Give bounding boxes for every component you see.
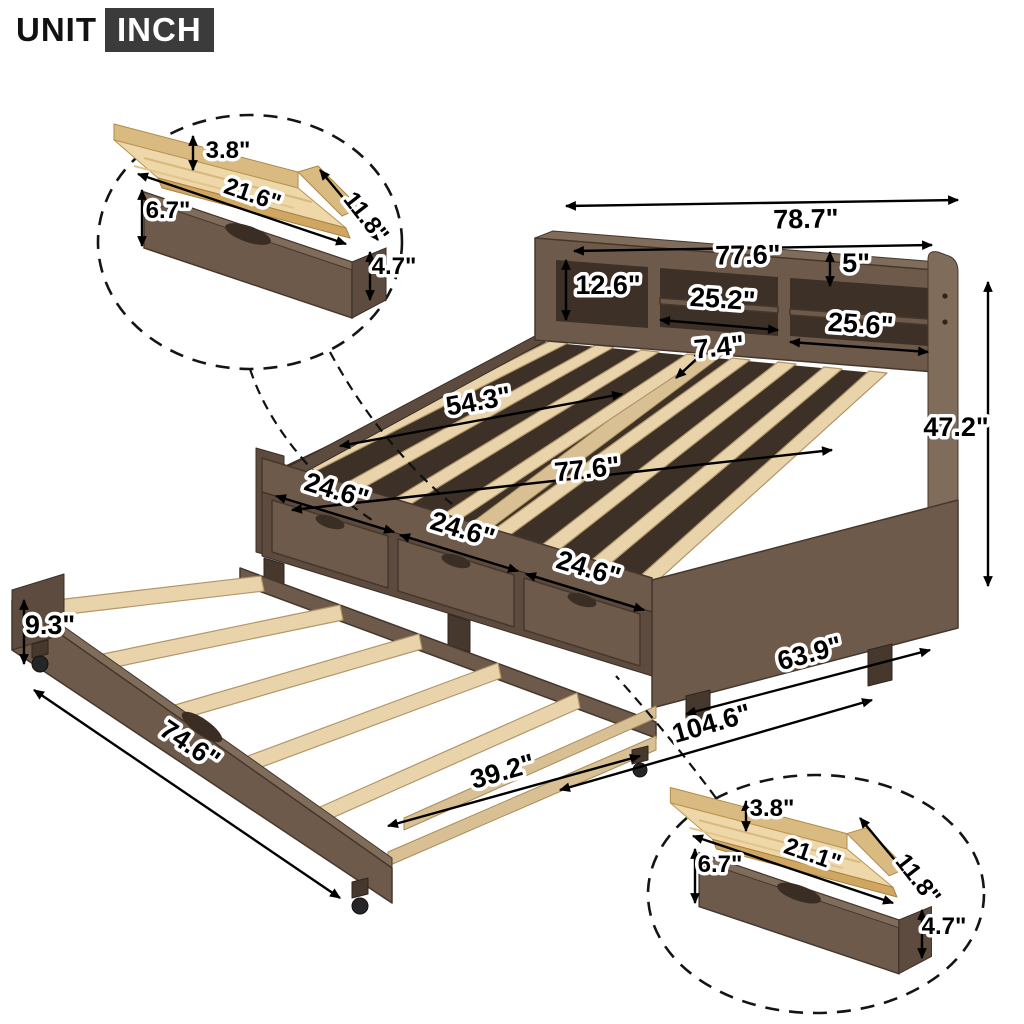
dim-line-trundle-length	[33, 689, 341, 899]
dim-line-slat-length	[338, 391, 624, 449]
dim-line-drawer1	[274, 494, 396, 534]
dim-line-detail-top-depth	[319, 169, 379, 241]
bed-foot-center	[447, 613, 471, 653]
screw-detail	[942, 293, 948, 299]
dim-detail-bottom-face-height: 4.7"	[922, 913, 967, 940]
caster-wheel	[31, 655, 49, 673]
dim-detail-top-front-height: 6.7"	[146, 197, 191, 224]
bookcase-compartment-right	[790, 278, 928, 346]
dim-right-shelf-width: 25.6"	[827, 307, 894, 341]
trundle-slat	[102, 604, 344, 670]
inch-label: INCH	[105, 8, 214, 52]
dim-line-right-shelf	[788, 337, 930, 357]
dim-line-drawer3	[524, 572, 646, 612]
dim-line-top-width	[564, 195, 960, 211]
caster-mount	[351, 877, 369, 899]
dimension-lines	[19, 134, 993, 960]
dim-total-height: 47.2"	[923, 412, 988, 442]
dim-total-depth: 104.6"	[669, 698, 755, 749]
dim-line-drawer2	[398, 533, 520, 573]
unit-badge: UNIT INCH	[14, 8, 214, 52]
dim-trundle-height: 9.3"	[25, 610, 75, 640]
bookcase-compartment-left	[556, 260, 648, 328]
dim-shelf-height: 5"	[842, 248, 870, 278]
dim-line-mid-shelf	[658, 316, 780, 334]
dim-mid-shelf-width: 25.2"	[689, 282, 756, 316]
dim-bookcase-height: 12.6"	[575, 270, 640, 300]
dim-line-bookcase-width	[572, 240, 934, 256]
dim-line-detail-bottom-depth	[859, 817, 919, 889]
unit-label: UNIT	[14, 8, 105, 52]
dim-line-trundle-width	[386, 753, 642, 829]
dim-line-detail-top-width	[136, 172, 348, 246]
dim-detail-top-face-height: 4.7"	[372, 253, 417, 280]
screw-detail	[942, 319, 948, 325]
dim-detail-bottom-inner-height: 3.8"	[750, 795, 795, 822]
dim-line-shelf-depth	[675, 351, 705, 379]
bookcase-shelf-middle	[659, 297, 779, 314]
dim-detail-top-inner-height: 3.8"	[206, 137, 251, 164]
dim-detail-bottom-front-height: 6.7"	[698, 851, 743, 878]
dim-top-width: 78.7"	[773, 203, 839, 234]
caster-mount	[31, 639, 49, 659]
dim-shelf-depth: 7.4"	[692, 330, 745, 365]
dim-bookcase-width: 77.6"	[715, 239, 781, 270]
caster-wheel	[351, 897, 369, 915]
dim-line-detail-bottom-width	[691, 834, 895, 905]
